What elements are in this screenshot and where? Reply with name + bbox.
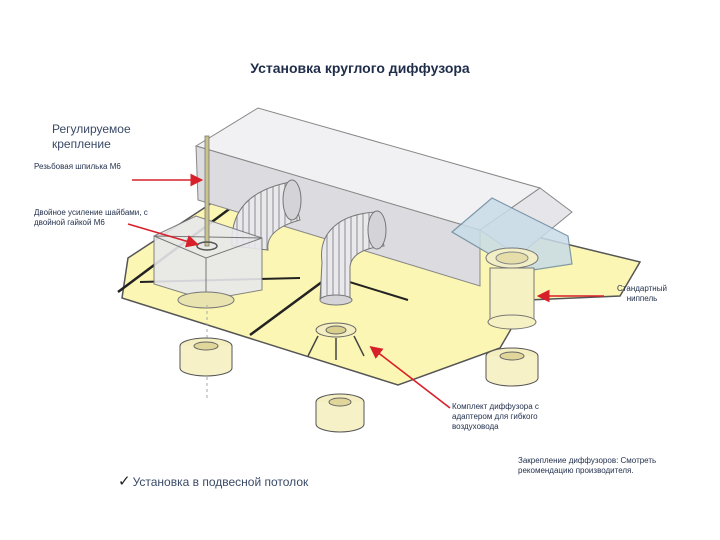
footer-note: ✓Установка в подвесной потолок: [118, 472, 308, 490]
check-icon: ✓: [118, 473, 131, 490]
diffuser-left: [179, 337, 233, 377]
label-standard-nipple: Стандартный ниппель: [617, 284, 667, 303]
label-diffuser-mounting: Закрепление диффузоров: Смотреть рекомен…: [518, 456, 657, 475]
diffuser-right: [485, 347, 539, 387]
leader-arrows: [127, 173, 604, 409]
footer-text: Установка в подвесной потолок: [132, 475, 309, 489]
label-adjustable-mount: Регулируемое крепление: [52, 122, 131, 151]
label-double-reinforcement: Двойное усиление шайбами, с двойной гайк…: [34, 208, 148, 227]
flexible-duct-left: [231, 179, 302, 251]
label-diffuser-kit: Комплект диффузора с адаптером для гибко…: [452, 402, 539, 431]
page-title: Установка круглого диффузора: [250, 60, 470, 76]
diffuser-kit-adapter: [307, 322, 365, 360]
flexible-duct-center: [319, 210, 387, 306]
label-threaded-rod: Резьбовая шпилька М6: [34, 162, 121, 171]
main-air-duct: [194, 107, 573, 287]
diffuser-center: [315, 393, 365, 433]
standard-nipple-assembly: [485, 247, 539, 330]
plenum-box: [153, 215, 263, 309]
